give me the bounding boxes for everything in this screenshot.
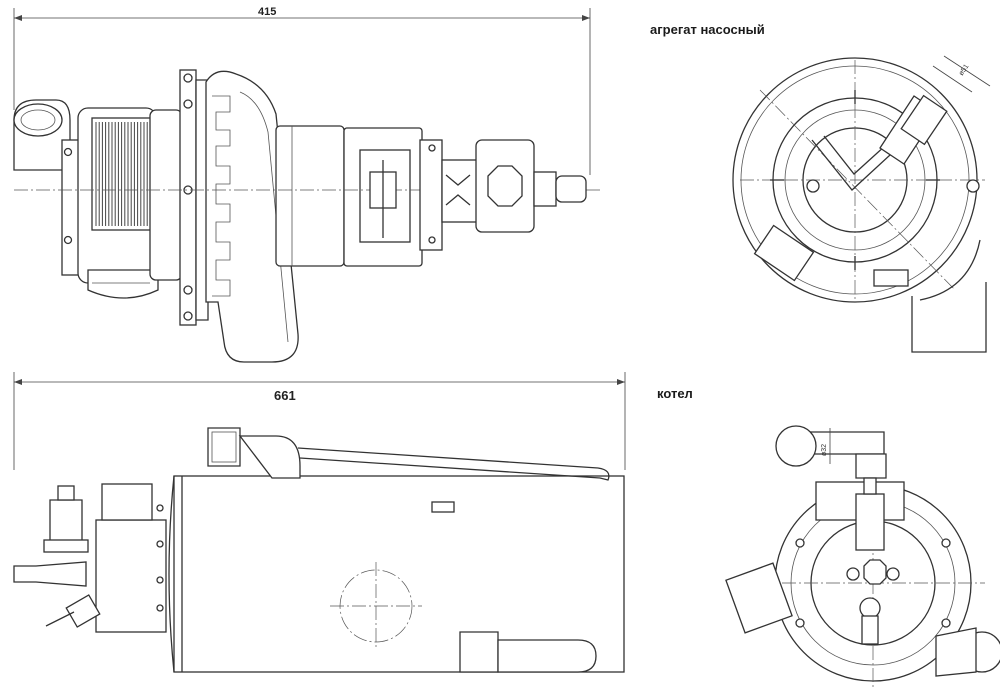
boiler-title: котел [657,386,693,401]
pump-gear-head [441,139,587,233]
boiler-nozzle-diameter-text: ø32 [821,444,828,456]
boiler-burner-assembly [13,483,167,633]
pump-unit-title: агрегат насосный [650,22,765,37]
pump-unit-front-view [732,55,991,353]
pump-coupling [14,127,600,267]
boiler-length-dimension-text: 661 [274,388,296,403]
pump-nozzle-diameter-text: ø51 [958,63,971,77]
pump-inlet-elbow [13,99,71,171]
front-outlet-nozzle [879,55,991,165]
boiler-front-view [725,425,1000,690]
pump-volute [195,70,345,363]
pump-unit-side-view [13,8,600,363]
pump-motor [61,107,183,299]
boiler-length-dimension [13,372,626,470]
boiler-side-view [13,372,626,673]
flange-bolts [63,69,197,326]
pump-length-dimension [13,8,591,175]
pump-length-dimension-text: 415 [258,6,276,18]
